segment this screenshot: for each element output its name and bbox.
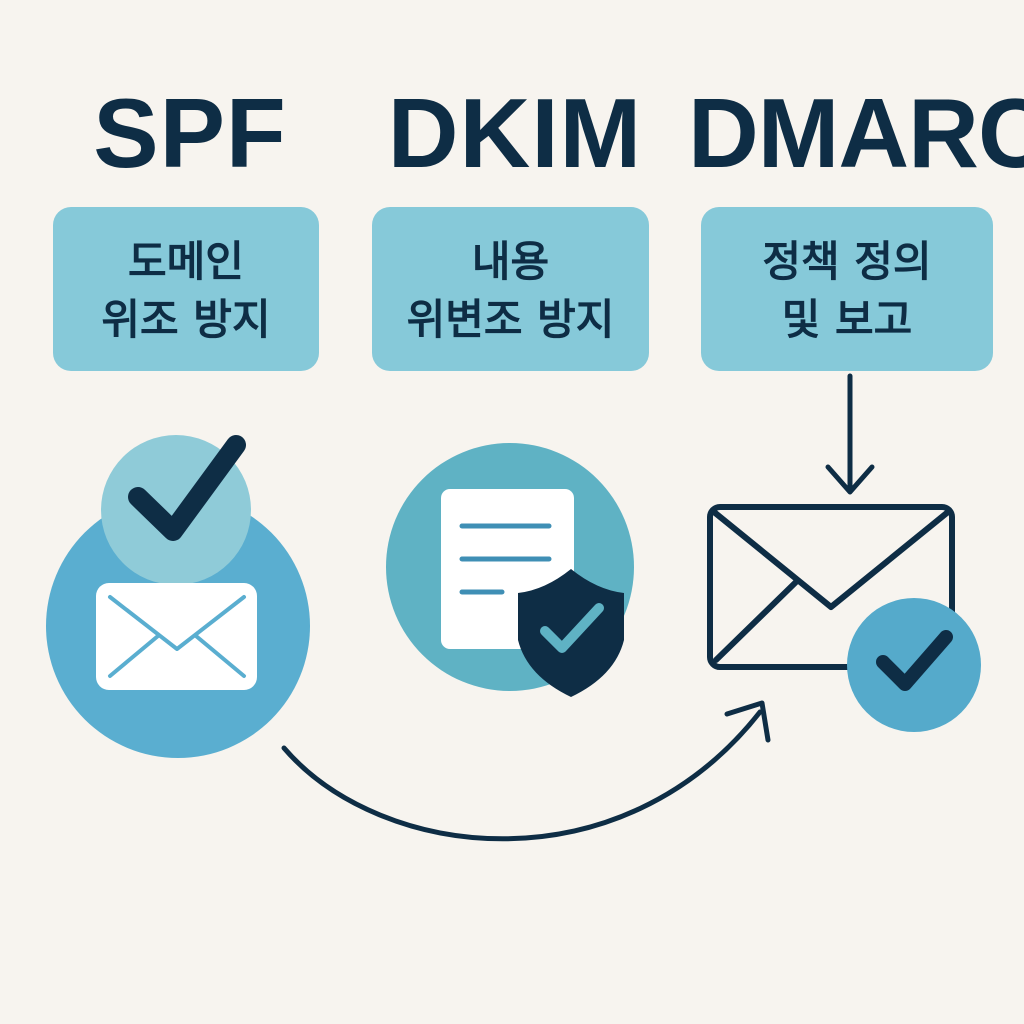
spf-envelope-body	[96, 583, 257, 690]
dmarc-envelope-bottom-left	[713, 579, 799, 663]
dmarc-title: DMARC	[688, 78, 1024, 188]
dmarc-description-box: 정책 정의 및 보고	[701, 207, 993, 371]
dmarc-description-line-2: 및 보고	[781, 295, 913, 344]
down-arrow-icon	[825, 373, 875, 495]
curved-flow-arrow-icon	[281, 700, 771, 842]
down-arrow-head	[825, 464, 875, 495]
document-shield-icon	[386, 443, 634, 697]
dmarc-envelope-flap	[711, 509, 951, 610]
spf-description-line-2: 위조 방지	[101, 295, 271, 344]
spf-description-line-1: 도메인	[128, 237, 244, 286]
dmarc-description-line-1: 정책 정의	[762, 237, 932, 286]
spf-checkmark	[128, 435, 246, 541]
spf-description-box: 도메인 위조 방지	[53, 207, 319, 371]
envelope-verified-icon	[707, 504, 981, 732]
dmarc-checkmark	[876, 630, 953, 691]
dkim-description-line-1: 내용	[471, 237, 550, 286]
spf-envelope-bottom-right	[194, 634, 246, 678]
dkim-description-line-2: 위변조 방지	[406, 295, 615, 344]
spf-title: SPF	[93, 78, 287, 188]
envelope-check-icon	[46, 435, 310, 758]
dkim-description-box: 내용 위변조 방지	[372, 207, 649, 371]
curved-flow-arrow-head	[724, 700, 771, 743]
dkim-title: DKIM	[387, 78, 643, 188]
spf-envelope-bottom-left	[108, 634, 160, 678]
dkim-shield-checkmark	[540, 603, 604, 653]
spf-envelope-flap	[108, 595, 246, 651]
curved-flow-arrow-line	[281, 709, 763, 842]
